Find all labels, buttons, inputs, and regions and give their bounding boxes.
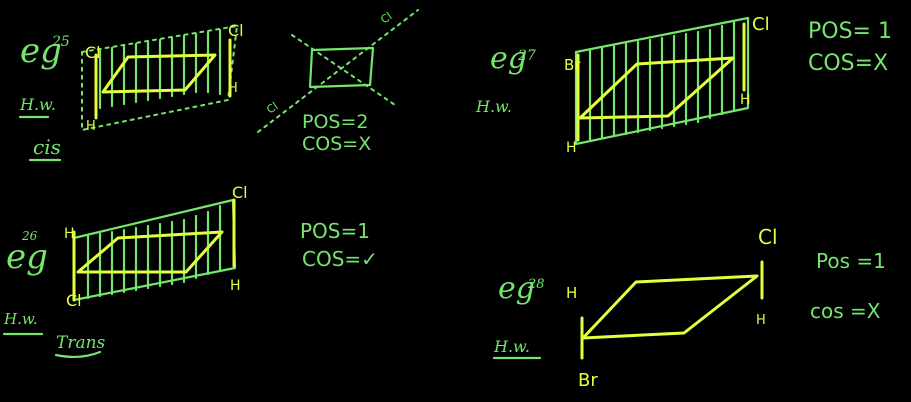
cos-label: COS=X	[302, 133, 371, 155]
substituent-label: H	[228, 81, 238, 96]
eg-label: eg	[498, 271, 535, 306]
substituent-label: Br	[564, 56, 581, 74]
eg-number: 26	[21, 229, 38, 243]
homework-label: H.w.	[3, 310, 38, 328]
substituent-label: H	[566, 140, 577, 156]
substituent-label: Cl	[228, 21, 244, 40]
example-28: eg 28 H.w. H Cl H Br Pos =1 cos =X	[492, 225, 886, 391]
homework-label: H.w.	[475, 97, 512, 116]
substituent-label: H	[64, 226, 75, 242]
eg-label: eg	[490, 41, 527, 76]
cos-label: COS=✓	[302, 247, 378, 271]
substituent-label: Cl	[758, 225, 778, 249]
axis-label: Cl	[264, 100, 280, 117]
double-bond-plane	[76, 230, 224, 274]
substituent-label: H	[756, 313, 766, 328]
substituent-label: Br	[578, 370, 598, 391]
axis-label: Cl	[378, 10, 394, 27]
symmetry-axis-sketch: Cl Cl	[257, 9, 419, 133]
hatch-lines	[86, 204, 222, 300]
cos-label: cos =X	[810, 299, 881, 323]
pos-label: POS= 1	[808, 19, 892, 44]
eg-number: 27	[517, 48, 536, 64]
substituent-label: H	[86, 119, 96, 134]
pos-label: POS=2	[302, 111, 368, 133]
example-25: eg 25 H.w. cis Cl Cl H H Cl Cl POS=2 COS…	[18, 9, 419, 162]
dashed-outline	[81, 24, 239, 132]
axis-line	[291, 34, 396, 106]
substituent-label: H	[566, 284, 577, 302]
substituent-label: Cl	[752, 14, 770, 35]
plane-outline	[72, 198, 237, 302]
isomer-type-label: Trans	[56, 333, 106, 353]
hatched-plane	[72, 198, 237, 302]
hatched-plane	[574, 16, 750, 146]
pos-label: Pos =1	[816, 249, 886, 273]
pos-label: POS=1	[300, 219, 370, 243]
example-27: eg 27 H.w. Br Cl H H POS= 1 COS=X	[475, 14, 892, 156]
example-26: eg 26 H.w. Trans H Cl Cl H POS=1 COS=✓	[2, 183, 378, 359]
substituent-label: Cl	[66, 291, 82, 310]
isomer-type-label: cis	[33, 135, 61, 159]
substituent-label: H	[230, 278, 241, 294]
axis-line	[257, 9, 419, 133]
hatch-lines	[588, 20, 736, 142]
eg-label: eg	[6, 237, 48, 277]
square-projection	[308, 46, 375, 89]
homework-label: H.w.	[19, 95, 56, 114]
double-bond-plane	[581, 274, 759, 340]
hatched-plane	[81, 24, 239, 132]
plane-outline	[574, 16, 750, 146]
substituent-label: Cl	[85, 43, 101, 62]
eg-number: 25	[51, 34, 70, 50]
eg-label: eg	[20, 31, 62, 71]
substituent-label: H	[740, 92, 751, 108]
cos-label: COS=X	[808, 51, 888, 76]
substituent-label: Cl	[232, 183, 248, 202]
eg-number: 28	[527, 277, 545, 292]
double-bond-plane	[101, 53, 217, 94]
underline	[54, 350, 102, 359]
double-bond-plane	[578, 56, 735, 120]
homework-label: H.w.	[493, 337, 530, 356]
